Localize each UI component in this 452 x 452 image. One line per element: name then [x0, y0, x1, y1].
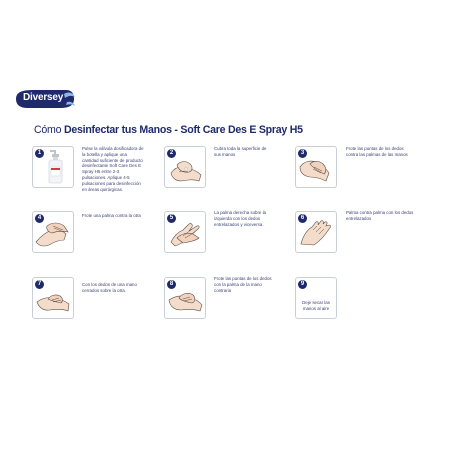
- title-bold-1: Desinfectar tus Manos: [63, 124, 172, 136]
- fingers-locked-icon: [36, 294, 70, 312]
- page-title: Cómo Desinfectar tus Manos - Soft Care D…: [34, 124, 303, 136]
- step-card-5: 5: [164, 211, 206, 253]
- step-text-4: Frote una palma contra la otra: [82, 213, 141, 218]
- sanitizer-bottle-icon: [48, 150, 63, 184]
- brand-name: Diversey: [23, 92, 64, 103]
- thumb-rotation-icon: [168, 293, 203, 312]
- step-card-7: 7: [32, 277, 74, 319]
- step-number-3: 3: [298, 149, 307, 158]
- palm-to-palm-icon: [299, 160, 330, 182]
- palm-over-back-icon: [170, 223, 200, 247]
- step-number-7: 7: [35, 280, 44, 289]
- step-number-5: 5: [167, 214, 176, 223]
- step-text-1: Pulse la válvula dosificadora de la bote…: [82, 146, 144, 192]
- step-text-3: Frote las puntas de los dedos contra las…: [346, 146, 408, 157]
- title-prefix: Cómo: [34, 124, 64, 136]
- step-number-4: 4: [35, 214, 44, 223]
- step-number-6: 6: [298, 214, 307, 223]
- interlaced-fingers-icon: [300, 220, 331, 246]
- step-card-4: 4: [32, 211, 74, 253]
- logo-badge-icon: [16, 90, 75, 108]
- step-text-2: Cubra toda la superficie de sus manos: [214, 146, 267, 157]
- hands-rubbing-icon: [35, 222, 69, 247]
- step-card-8: 8: [164, 277, 206, 319]
- step-number-2: 2: [167, 149, 176, 158]
- diversey-logo: Diversey: [14, 88, 76, 110]
- step-card-3: 3: [295, 146, 337, 188]
- title-bold-2: Soft Care Des E Spray H5: [180, 124, 303, 136]
- step-text-8: Frote las puntas de los dedos con la pal…: [214, 276, 272, 293]
- step-text-9: Deje secar las manos al aire: [302, 300, 330, 311]
- step-card-9: 9 Deje secar las manos al aire: [295, 277, 337, 319]
- hands-cupped-icon: [170, 161, 202, 182]
- title-separator: -: [171, 124, 181, 136]
- step-number-1: 1: [35, 149, 44, 158]
- step-text-5: La palma derecha sobre la izquierda con …: [214, 210, 266, 227]
- step-card-1: 1: [32, 146, 74, 188]
- step-text-7: Con los dedos de una mano cerrados sobre…: [82, 282, 137, 293]
- step-card-6: 6: [295, 211, 337, 253]
- step-card-2: 2: [164, 146, 206, 188]
- step-number-8: 8: [167, 280, 176, 289]
- step-number-9: 9: [298, 280, 307, 289]
- step-text-6: Palma contra palma con los dedos entrela…: [346, 210, 414, 221]
